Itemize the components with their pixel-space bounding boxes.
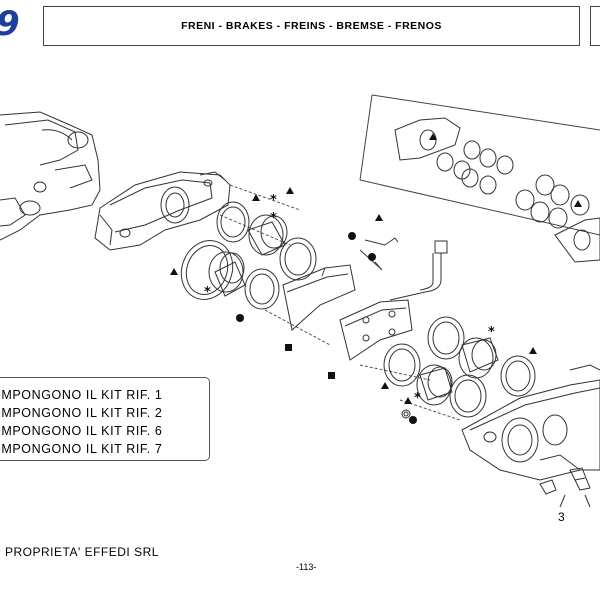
page-title-text: FRENI - BRAKES - FREINS - BREMSE - FRENO… [181, 20, 442, 32]
footer-page-number: -113- [296, 562, 317, 572]
legend-row: OMPONGONO IL KIT RIF. 2 [0, 404, 209, 422]
legend-row-text: OMPONGONO IL KIT RIF. 2 [0, 406, 163, 420]
caliper-right [461, 364, 600, 481]
brake-pad-right [339, 299, 413, 361]
page-title: FRENI - BRAKES - FREINS - BREMSE - FRENO… [43, 6, 580, 46]
legend-row-text: OMPONGONO IL KIT RIF. 6 [0, 424, 163, 438]
legend-row: OMPONGONO IL KIT RIF. 7 [0, 440, 209, 458]
svg-text:*: * [270, 193, 277, 208]
legend-row-text: OMPONGONO IL KIT RIF. 1 [0, 388, 163, 402]
legend-row: OMPONGONO IL KIT RIF. 1 [0, 386, 209, 404]
legend-row-text: OMPONGONO IL KIT RIF. 7 [0, 442, 163, 456]
caliper-middle [94, 171, 231, 251]
svg-text:*: * [488, 325, 495, 340]
svg-text:*: * [270, 211, 277, 226]
title-side-box [590, 6, 600, 46]
brake-pad-left [282, 264, 356, 331]
svg-text:*: * [204, 285, 211, 300]
page-number: 9 [0, 4, 20, 44]
kit-legend: OMPONGONO IL KIT RIF. 1 OMPONGONO IL KIT… [0, 377, 210, 461]
footer-owner: PROPRIETA' EFFEDI SRL [5, 545, 159, 559]
caliper-left [0, 111, 101, 241]
part-reference-number: 3 [558, 510, 565, 524]
legend-row: OMPONGONO IL KIT RIF. 6 [0, 422, 209, 440]
svg-text:*: * [414, 391, 421, 406]
